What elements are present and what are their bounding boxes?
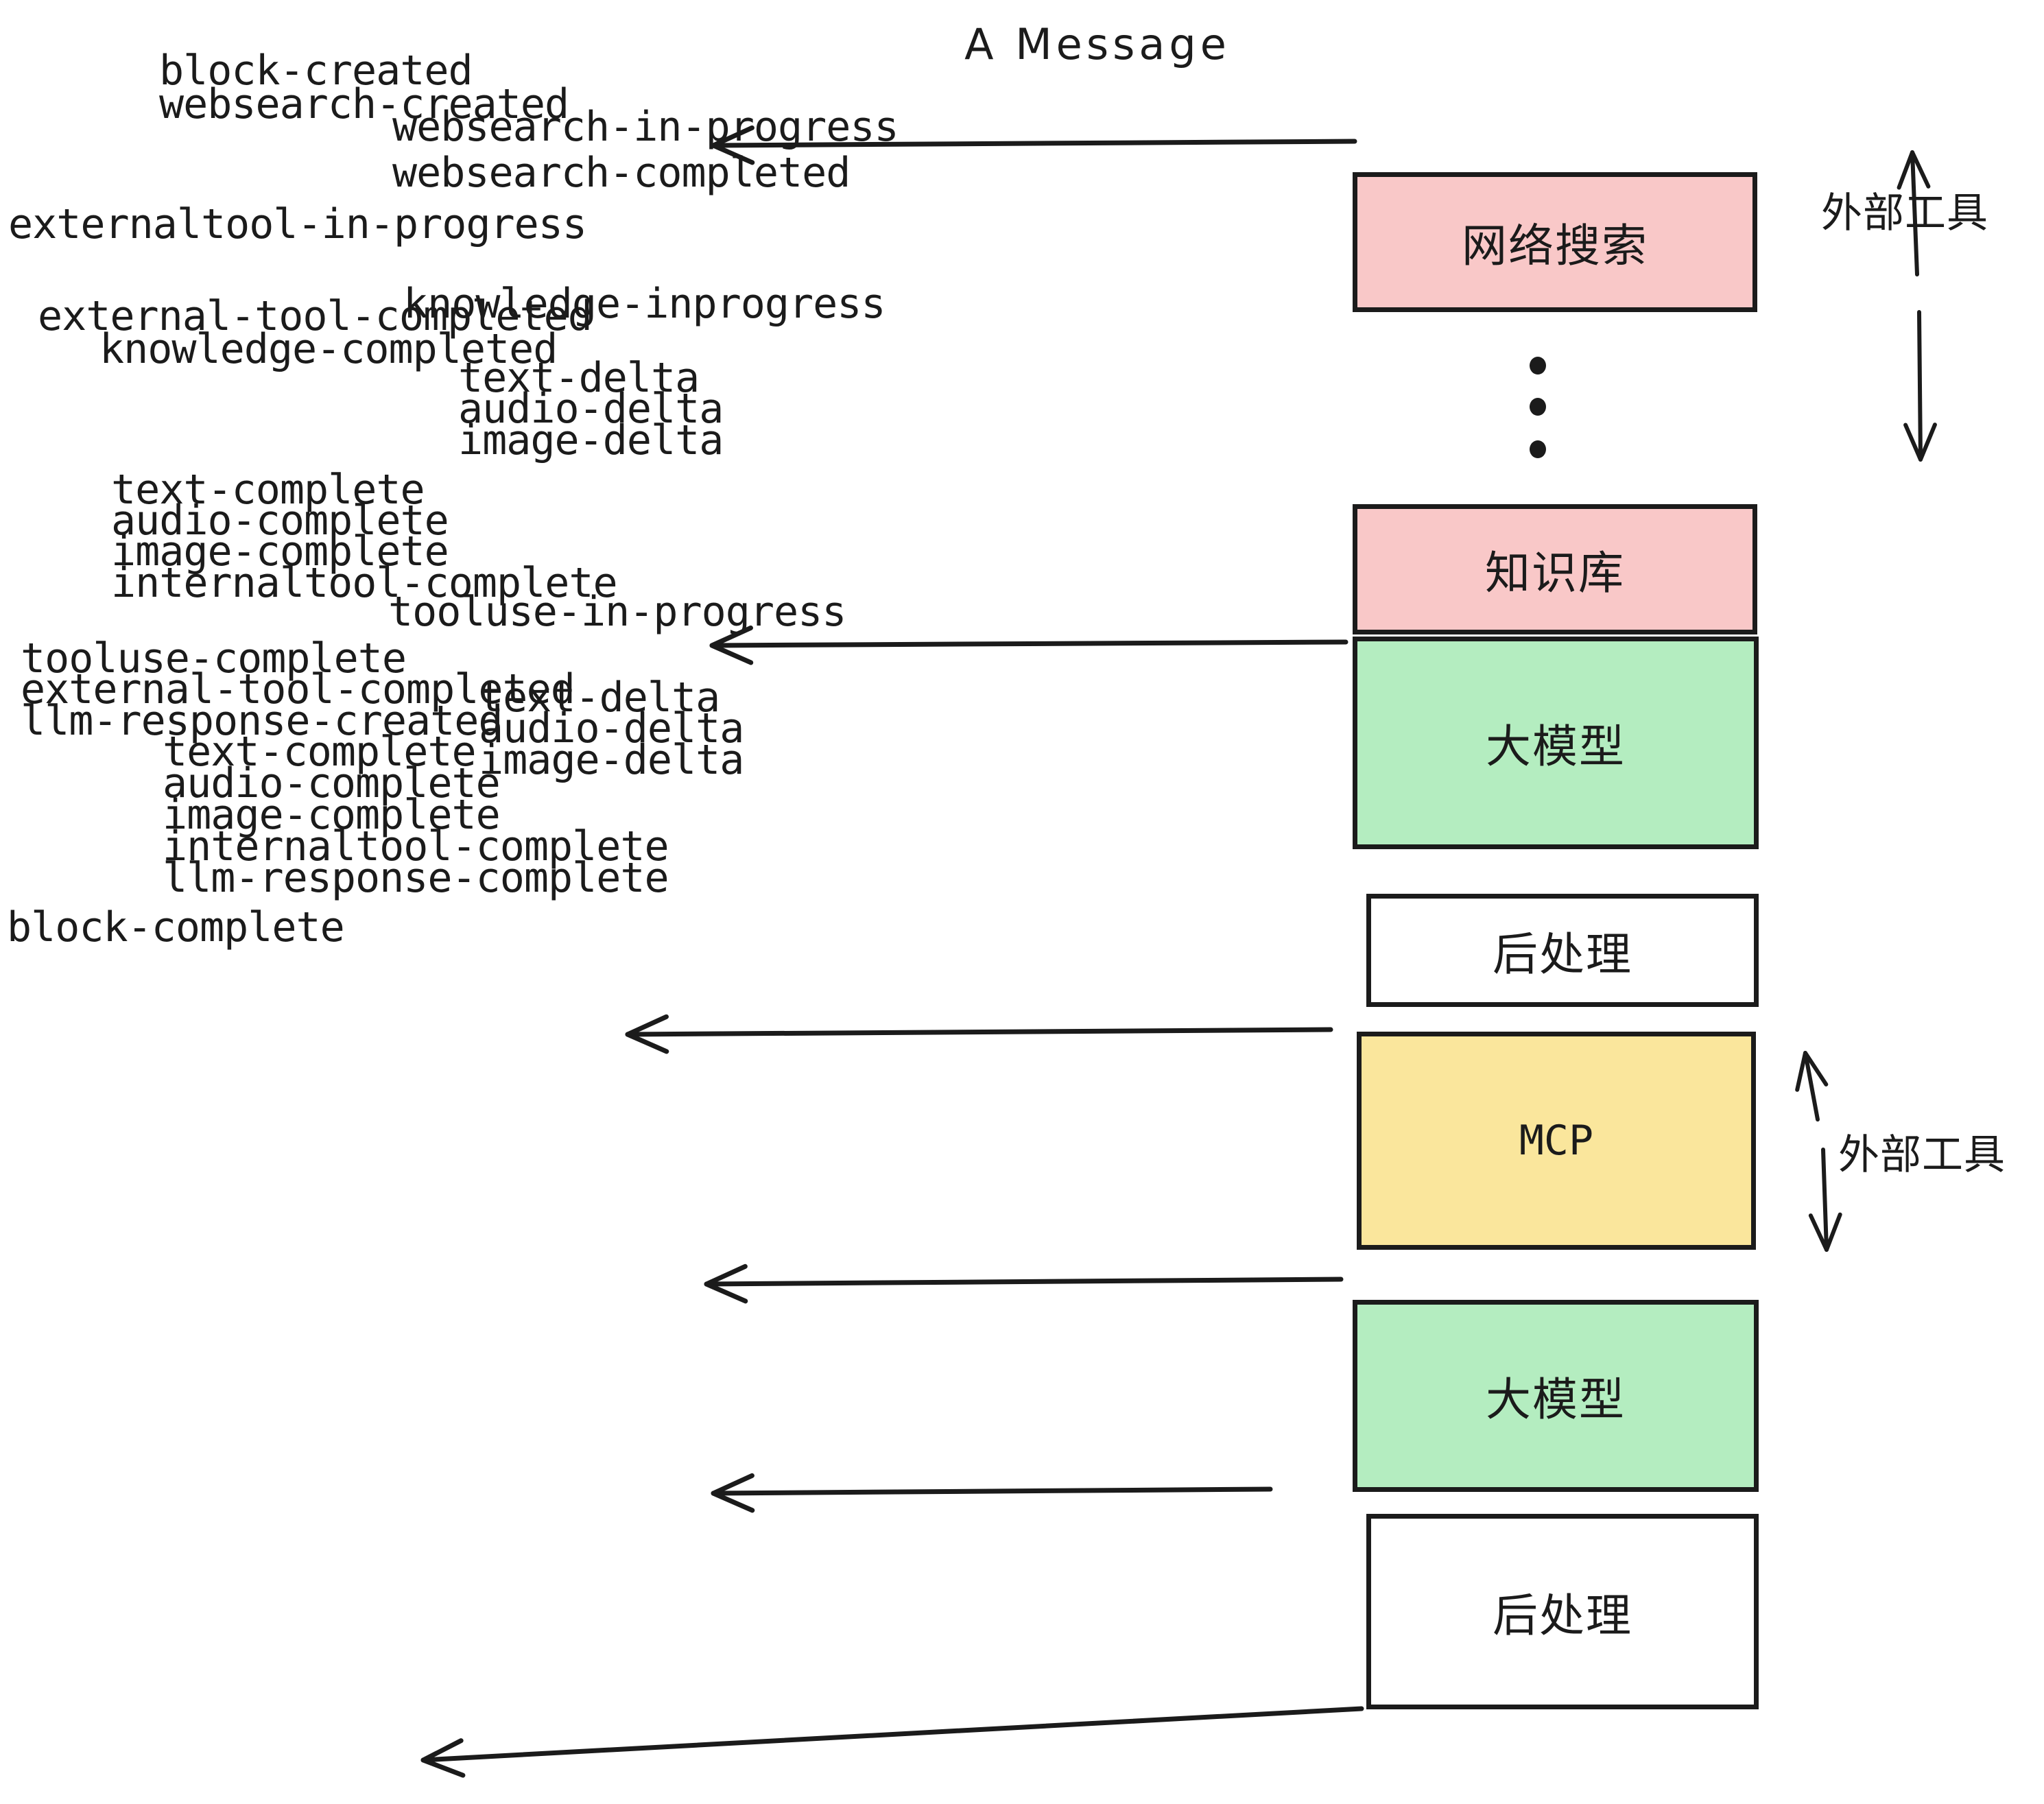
node-knowledge: 知识库 bbox=[1353, 504, 1757, 634]
ellipsis-dot-icon bbox=[1530, 357, 1546, 375]
arrow-head-arrow-image-complete bbox=[625, 1014, 669, 1054]
event-label-external-tool-completed-1: external-tool-completed bbox=[38, 292, 593, 340]
arrow-line-external-tool-down-lower bbox=[1821, 1148, 1829, 1252]
event-label-audio-complete-2: audio-complete bbox=[163, 759, 501, 807]
node-label: 大模型 bbox=[1486, 1373, 1626, 1426]
event-label-tooluse-complete: tooluse-complete bbox=[21, 634, 407, 683]
side-label-external-tool-lower: 外部工具 bbox=[1838, 1131, 2006, 1179]
event-label-websearch-completed: websearch-completed bbox=[392, 149, 851, 197]
event-label-internaltool-complete-2: internaltool-complete bbox=[163, 822, 669, 870]
event-label-image-delta-2: image-delta bbox=[479, 736, 744, 784]
event-label-text-delta-2: text-delta bbox=[479, 674, 720, 722]
event-label-text-complete-2: text-complete bbox=[163, 728, 477, 776]
event-label-websearch-in-progress: websearch-in-progress bbox=[392, 103, 899, 151]
ellipsis-dot-icon bbox=[1530, 398, 1546, 416]
node-websearch: 网络搜索 bbox=[1353, 172, 1757, 312]
arrow-head-arrow-audio-complete bbox=[711, 1473, 755, 1513]
arrow-head-external-tool-down-upper bbox=[1903, 423, 1937, 462]
node-llm-2: 大模型 bbox=[1353, 1300, 1759, 1492]
event-label-block-created: block-created bbox=[159, 47, 473, 95]
event-label-block-complete: block-complete bbox=[7, 903, 345, 951]
arrow-line-arrow-knowledge-completed bbox=[709, 639, 1348, 648]
event-label-internaltool-complete-1: internaltool-complete bbox=[111, 559, 618, 607]
node-label: 大模型 bbox=[1486, 720, 1626, 773]
event-label-llm-response-complete: llm-response-complete bbox=[163, 854, 669, 902]
arrow-head-external-tool-down-lower bbox=[1808, 1212, 1842, 1252]
node-post-1: 后处理 bbox=[1366, 894, 1759, 1007]
event-label-audio-complete-1: audio-complete bbox=[111, 497, 449, 545]
node-label: 后处理 bbox=[1493, 1589, 1632, 1642]
arrow-line-arrow-block-complete bbox=[420, 1706, 1364, 1763]
node-post-2: 后处理 bbox=[1366, 1514, 1759, 1709]
event-label-image-delta-1: image-delta bbox=[458, 416, 724, 464]
node-label: 后处理 bbox=[1493, 927, 1632, 981]
arrow-head-arrow-block-complete bbox=[420, 1738, 466, 1778]
arrow-line-external-tool-up-lower bbox=[1803, 1051, 1820, 1121]
node-llm-1: 大模型 bbox=[1353, 637, 1759, 849]
event-label-tooluse-in-progress: tooluse-in-progress bbox=[388, 588, 846, 636]
ellipsis-dot-icon bbox=[1530, 440, 1546, 458]
event-label-image-complete-2: image-complete bbox=[163, 791, 501, 839]
node-label: 知识库 bbox=[1485, 547, 1625, 600]
event-label-llm-response-created: llm-response-created bbox=[21, 697, 503, 745]
arrow-line-arrow-audio-complete bbox=[711, 1486, 1273, 1496]
event-label-knowledge-completed: knowledge-completed bbox=[99, 325, 558, 373]
event-label-knowledge-inprogress: knowledge-inprogress bbox=[403, 280, 886, 328]
node-label: MCP bbox=[1519, 1117, 1594, 1165]
arrow-line-external-tool-down-upper bbox=[1917, 310, 1923, 462]
arrow-line-arrow-image-complete bbox=[625, 1027, 1333, 1037]
event-label-external-tool-completed-2: external-tool-completed bbox=[21, 665, 575, 713]
node-label: 网络搜索 bbox=[1462, 219, 1648, 272]
arrow-head-arrow-tooluse-complete bbox=[704, 1263, 748, 1304]
event-label-text-delta-1: text-delta bbox=[458, 354, 700, 402]
arrow-line-arrow-tooluse-complete bbox=[704, 1277, 1344, 1287]
page-title: A Message bbox=[964, 19, 1231, 69]
event-label-text-complete-1: text-complete bbox=[111, 466, 425, 514]
node-mcp: MCP bbox=[1357, 1032, 1756, 1250]
event-label-websearch-created: websearch-created bbox=[159, 80, 569, 128]
side-label-external-tool-upper: 外部工具 bbox=[1821, 189, 1988, 237]
event-label-audio-delta-2: audio-delta bbox=[479, 704, 744, 752]
event-label-audio-delta-1: audio-delta bbox=[458, 385, 724, 433]
event-label-externaltool-in-progress: externaltool-in-progress bbox=[8, 200, 587, 248]
event-label-image-complete-1: image-complete bbox=[111, 527, 449, 575]
arrow-head-external-tool-up-lower bbox=[1795, 1051, 1829, 1092]
